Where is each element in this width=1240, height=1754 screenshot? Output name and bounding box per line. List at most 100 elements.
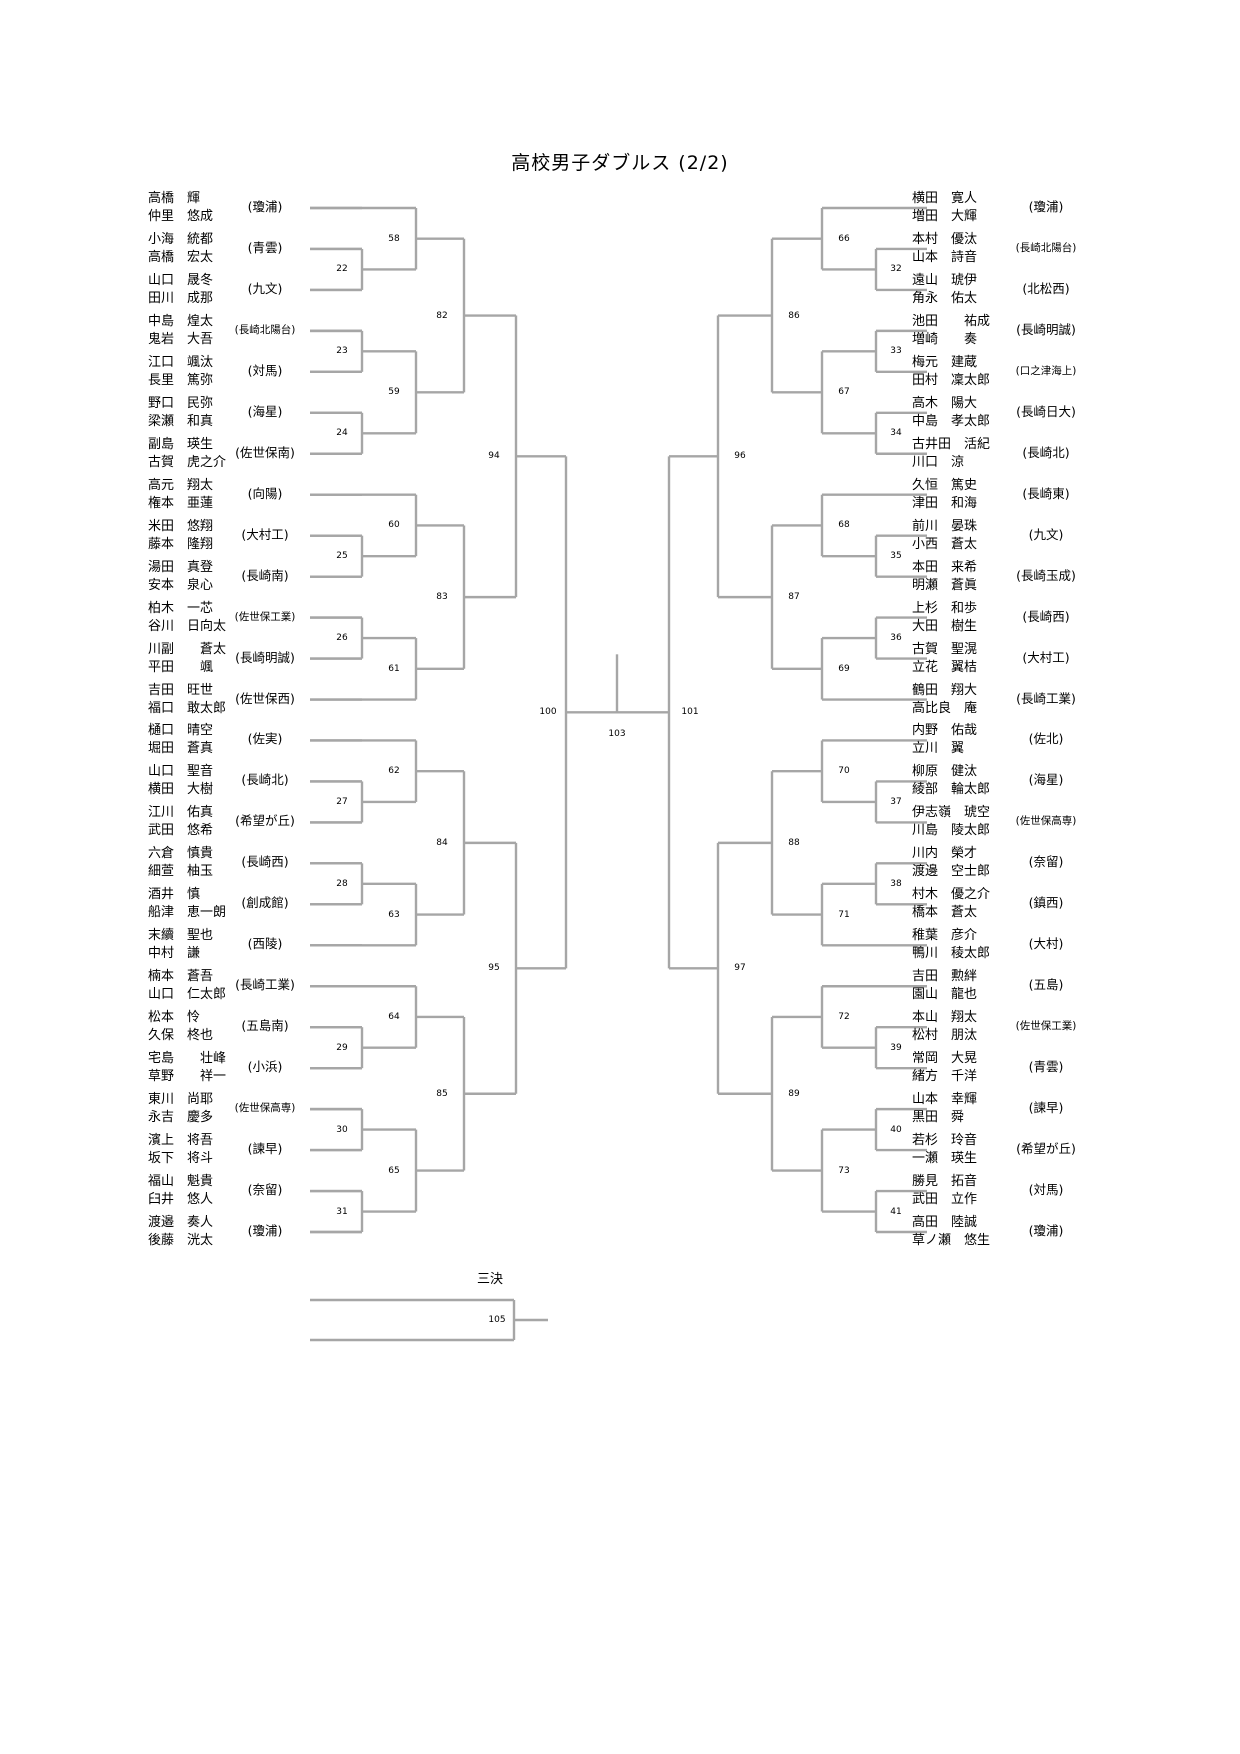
left-entry-20: 楠本 蒼吾山口 仁太郎 [148, 968, 308, 1004]
left-entry-2: 小海 統都高橋 宏太 [148, 231, 308, 267]
player-name: 武田 立作 [912, 1192, 978, 1208]
match-number: 33 [890, 346, 902, 357]
right-school-10: (長崎玉成) [1016, 567, 1076, 583]
player-name: 遠山 琥伊 [912, 272, 978, 288]
right-school-15: (海星) [1028, 772, 1064, 788]
player-name: 武田 悠希 [148, 823, 214, 839]
match-number: 72 [838, 1011, 850, 1022]
player-name: 橋本 蒼太 [912, 905, 978, 921]
match-number: 58 [388, 233, 400, 244]
player-name: 大田 樹生 [912, 618, 978, 634]
match-number: 27 [336, 796, 348, 807]
right-school-12: (大村工) [1022, 649, 1070, 665]
player-name: 上杉 和歩 [912, 600, 978, 616]
player-name: 黒田 舜 [912, 1110, 965, 1126]
right-entry-10: 本田 来希明瀬 蒼眞 [912, 559, 1072, 595]
player-name: 渡邉 奏人 [148, 1215, 214, 1230]
match-number: 40 [890, 1124, 902, 1135]
match-number: 68 [838, 520, 850, 531]
player-name: 角永 佑太 [912, 290, 978, 306]
player-name: 前川 晏珠 [912, 518, 978, 534]
match-number: 36 [890, 633, 902, 644]
right-school-20: (五島) [1028, 977, 1064, 993]
right-school-7: (長崎北) [1022, 444, 1070, 460]
player-name: 本山 翔太 [912, 1010, 978, 1026]
left-school-9: (大村工) [241, 526, 289, 542]
right-school-5: (口之津海上) [1015, 364, 1077, 377]
left-school-19: (西陵) [247, 936, 283, 952]
player-name: 鶴田 翔大 [912, 682, 978, 698]
left-school-14: (佐実) [247, 731, 283, 747]
right-entry-1: 横田 寛人増田 大輝 [912, 190, 1072, 226]
right-entry-4: 池田 祐成増崎 奏 [912, 313, 1072, 349]
left-school-8: (向陽) [247, 485, 283, 501]
match-number: 94 [488, 451, 500, 462]
match-number: 85 [436, 1088, 448, 1099]
match-number: 86 [788, 310, 800, 321]
match-number: 89 [788, 1088, 800, 1099]
player-name: 横田 大樹 [148, 782, 214, 798]
right-entry-17: 川内 榮才渡邊 空士郎 [912, 845, 1072, 881]
match-number: 63 [388, 909, 400, 920]
left-school-13: (佐世保西) [235, 690, 295, 706]
left-entry-12: 川副 蒼太平田 颯 [148, 641, 308, 677]
left-school-17: (長崎西) [241, 854, 289, 870]
player-name: 草ノ瀬 悠生 [912, 1233, 991, 1248]
player-name: 古賀 聖滉 [912, 641, 978, 657]
match-number: 34 [890, 428, 902, 439]
player-name: 横田 寛人 [912, 191, 978, 206]
player-name: 高田 陸誠 [912, 1215, 978, 1230]
player-name: 増田 大輝 [912, 209, 978, 224]
player-name: 小西 蒼太 [912, 536, 978, 552]
right-entry-21: 本山 翔太松村 朋汰 [912, 1009, 1072, 1045]
left-entry-7: 副島 瑛生古賀 虎之介 [148, 436, 308, 472]
player-name: 明瀬 蒼眞 [912, 577, 978, 593]
left-school-10: (長崎南) [241, 567, 289, 583]
right-school-2: (長崎北陽台) [1015, 241, 1077, 254]
left-entry-17: 六倉 慎貴細萱 柚玉 [148, 845, 308, 881]
match-number: 25 [336, 551, 348, 562]
player-name: 中村 謙 [148, 946, 201, 962]
left-entry-19: 末續 聖也中村 謙 [148, 927, 308, 963]
player-name: 松本 怜 [148, 1010, 201, 1026]
player-name: 東川 尚耶 [148, 1092, 214, 1108]
player-name: 内野 佑哉 [912, 723, 978, 739]
match-number: 35 [890, 551, 902, 562]
right-school-24: (希望が丘) [1016, 1141, 1076, 1157]
player-name: 中島 煌太 [148, 313, 214, 329]
player-name: 津田 和海 [912, 495, 978, 511]
player-name: 坂下 将斗 [148, 1151, 214, 1167]
match-number: 39 [890, 1042, 902, 1053]
left-entry-14: 樋口 晴空堀田 蒼真 [148, 722, 308, 758]
match-number: 28 [336, 878, 348, 889]
match-number: 64 [388, 1011, 400, 1022]
left-school-21: (五島南) [241, 1018, 289, 1034]
left-entry-24: 濱上 将吾坂下 将斗 [148, 1132, 308, 1168]
player-name: 川副 蒼太 [148, 641, 227, 657]
left-entry-6: 野口 民弥梁瀬 和真 [148, 395, 308, 431]
player-name: 川内 榮才 [912, 846, 978, 862]
right-school-8: (長崎東) [1022, 485, 1070, 501]
left-entry-1: 高橋 輝仲里 悠成 [148, 190, 308, 226]
right-entry-20: 吉田 勲絆園山 龍也 [912, 968, 1072, 1004]
match-number: 66 [838, 233, 850, 244]
match-number: 96 [734, 451, 746, 462]
player-name: 川口 涼 [912, 454, 965, 470]
match-number: 82 [436, 310, 448, 321]
right-entry-8: 久恒 篤史津田 和海 [912, 477, 1072, 513]
player-name: 江口 颯汰 [148, 354, 214, 370]
player-name: 山本 幸輝 [912, 1092, 978, 1108]
match-number: 24 [336, 428, 348, 439]
right-school-26: (瓊浦) [1028, 1223, 1064, 1238]
right-entry-26: 高田 陸誠草ノ瀬 悠生 [912, 1214, 1072, 1250]
player-name: 本田 来希 [912, 559, 978, 575]
left-entry-23: 東川 尚耶永吉 慶多 [148, 1091, 308, 1127]
right-school-21: (佐世保工業) [1015, 1020, 1077, 1033]
player-name: 久保 柊也 [148, 1028, 214, 1044]
player-name: 一瀬 瑛生 [912, 1151, 978, 1167]
right-entry-23: 山本 幸輝黒田 舜 [912, 1091, 1072, 1127]
player-name: 権本 亜蓮 [148, 495, 214, 511]
player-name: 宅島 壮峰 [148, 1051, 227, 1067]
match-number: 22 [336, 264, 348, 275]
player-name: 藤本 隆翔 [148, 536, 214, 552]
